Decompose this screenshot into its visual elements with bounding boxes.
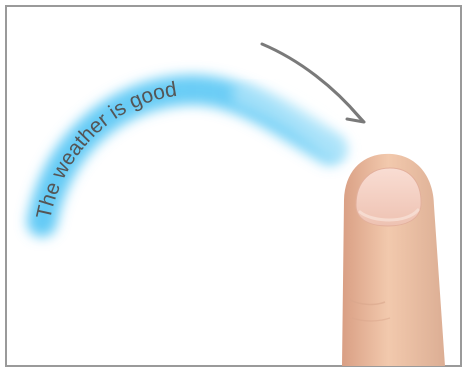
finger-icon: [342, 154, 445, 366]
